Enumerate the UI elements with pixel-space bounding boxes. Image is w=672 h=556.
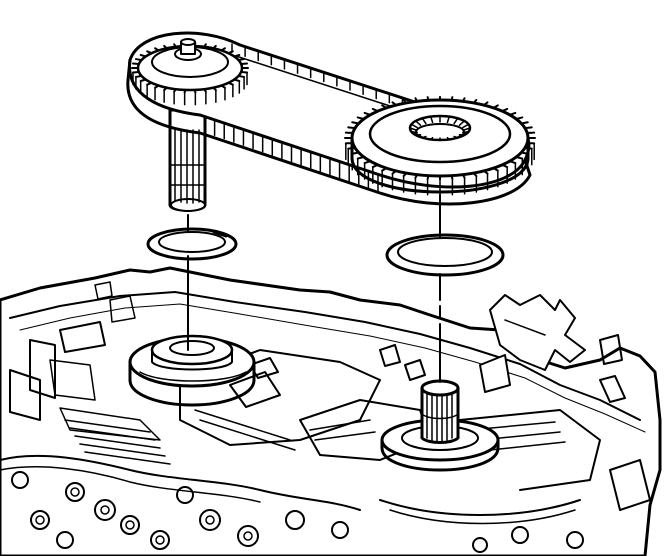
drive-tooth [237,58,246,62]
drive-tooth [163,44,168,50]
drive-tooth [227,81,234,86]
driven-tooth [520,121,529,125]
transmission-case [0,266,662,556]
spline-tooth [429,115,434,124]
drive-tooth [134,74,143,78]
driven-tooth [363,111,372,116]
hub-spline-teeth [421,392,459,442]
drive-tooth [139,53,147,58]
driven-tooth [492,167,499,172]
driven-tooth [508,111,517,116]
alignment-lines [187,194,441,383]
drive-tooth [227,50,234,55]
drive-tooth [237,74,246,78]
driven-tooth [371,107,379,113]
spline-tooth [409,127,417,131]
spline-tooth [453,117,459,125]
driven-tooth [492,104,499,109]
driven-sprocket [344,95,536,196]
driven-tooth [402,98,408,104]
drive-sprocket [131,38,249,106]
drive-tooth [220,47,226,52]
drive-tooth [146,81,153,86]
driven-tooth [351,151,360,155]
left-snap-ring [146,227,238,261]
driven-tooth [450,96,454,102]
drive-tooth [203,43,207,48]
driven-tooth [363,160,372,165]
drive-sprocket-shaft [168,108,207,212]
spline-tooth [463,127,471,131]
spline-tooth [410,123,418,129]
driven-tooth [381,104,388,109]
driven-tooth [501,163,509,169]
right-snap-ring [385,233,505,277]
driven-tooth [347,146,356,150]
driven-tooth [414,97,419,103]
driven-tooth [461,97,466,103]
driven-tooth [391,101,397,107]
case-bolt-holes [11,471,349,550]
right-splined-hub [380,379,500,472]
drive-tooth [233,78,241,83]
driven-tooth [371,163,379,169]
driven-tooth [347,126,356,130]
driven-tooth [426,96,430,102]
driven-sprocket-teeth [344,95,536,196]
driven-tooth [524,146,533,150]
spline-tooth [414,120,422,127]
left-support-hub [128,334,256,407]
drive-tooth [173,43,177,48]
spline-tooth [458,120,466,127]
spline-tooth [421,117,427,125]
driven-tooth [351,121,360,125]
drive-sprocket-teeth [131,42,249,106]
spline-tooth [462,123,470,129]
driven-tooth [483,101,489,107]
driven-tooth [520,151,529,155]
drive-tooth [146,50,153,55]
spline-tooth [446,115,451,124]
drive-tooth [233,53,241,58]
driven-tooth [501,107,509,113]
drive-tooth [134,58,143,62]
drive-tooth [139,78,147,83]
driven-tooth [515,116,524,120]
driven-tooth [356,156,365,160]
driven-tooth [381,167,388,172]
driven-tooth [472,98,478,104]
drive-tooth [212,44,217,50]
driven-tooth [524,126,533,130]
driven-tooth [356,116,365,120]
driven-tooth [515,156,524,160]
drive-tooth [154,47,160,52]
driven-tooth [508,160,517,165]
